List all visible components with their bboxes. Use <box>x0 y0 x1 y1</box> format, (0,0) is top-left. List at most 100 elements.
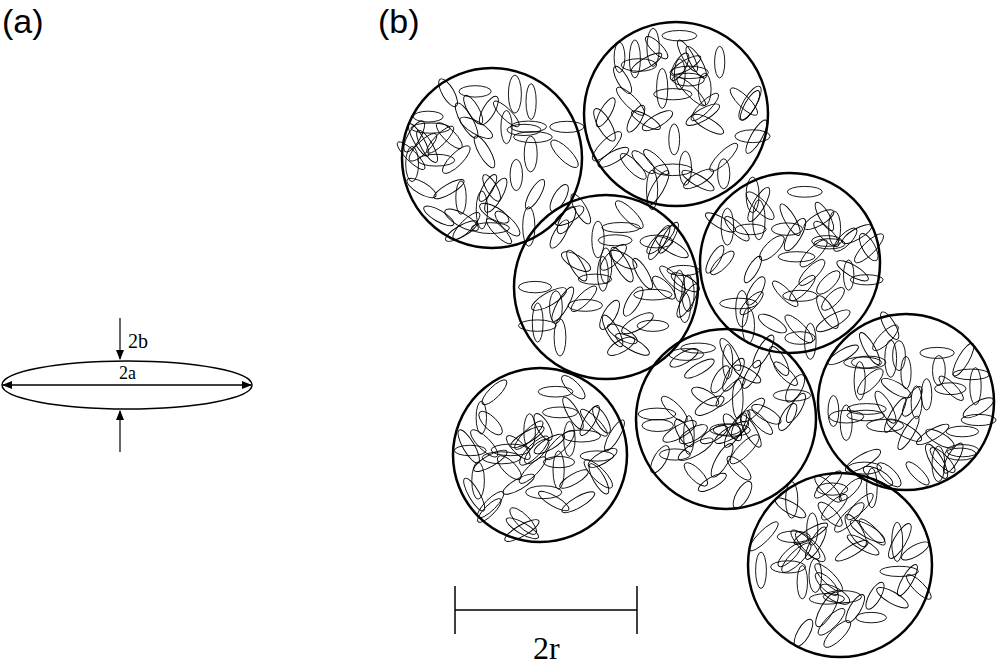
small-ellipse <box>532 303 543 342</box>
small-ellipse <box>660 417 699 447</box>
small-ellipse <box>923 426 956 452</box>
small-ellipse <box>629 108 663 133</box>
small-ellipse <box>742 274 768 308</box>
small-ellipse <box>743 188 778 223</box>
small-ellipse <box>847 410 885 421</box>
small-ellipse <box>787 186 822 197</box>
small-ellipse <box>621 59 657 72</box>
small-ellipse <box>766 344 793 378</box>
small-ellipse <box>602 223 640 233</box>
small-ellipse <box>642 33 671 62</box>
small-ellipse <box>933 356 946 386</box>
small-ellipse <box>526 84 536 120</box>
small-ellipse <box>847 516 887 546</box>
small-ellipse <box>710 424 741 435</box>
small-ellipse <box>823 591 861 603</box>
small-ellipse <box>792 528 829 565</box>
small-ellipse <box>649 273 679 303</box>
small-ellipse <box>559 488 597 516</box>
small-ellipse <box>893 341 906 371</box>
small-ellipse <box>476 172 500 204</box>
small-ellipse <box>529 284 570 315</box>
small-ellipse <box>443 217 480 245</box>
small-ellipse <box>851 356 886 368</box>
small-ellipse <box>669 124 680 155</box>
small-ellipse <box>807 513 818 545</box>
small-ellipse <box>662 31 697 41</box>
small-ellipse <box>812 569 842 599</box>
small-ellipse <box>682 275 694 312</box>
small-ellipse <box>605 333 638 359</box>
small-ellipse <box>829 211 841 245</box>
small-ellipse <box>756 232 788 264</box>
small-ellipse <box>624 103 648 135</box>
small-ellipse <box>880 566 919 576</box>
small-ellipse <box>423 123 457 157</box>
scale-tick <box>636 586 638 634</box>
small-ellipse <box>600 248 612 284</box>
scale-tick <box>454 586 456 634</box>
panel-label: (a) <box>2 4 44 38</box>
small-ellipse <box>922 441 952 481</box>
small-ellipse <box>598 235 632 246</box>
small-ellipse <box>773 390 811 401</box>
small-ellipse <box>510 159 522 190</box>
small-ellipse <box>769 278 801 310</box>
small-ellipse <box>492 208 524 240</box>
small-ellipse <box>460 476 488 514</box>
small-ellipse <box>483 216 514 247</box>
small-ellipse <box>777 201 804 237</box>
small-ellipse <box>456 181 466 214</box>
cluster-circle <box>818 314 994 490</box>
small-ellipse <box>844 357 882 368</box>
small-ellipse <box>538 386 573 397</box>
small-ellipse <box>834 257 871 285</box>
small-ellipse <box>843 445 884 476</box>
small-ellipse <box>715 46 725 78</box>
small-ellipse <box>679 151 691 185</box>
small-ellipse <box>836 475 865 504</box>
small-ellipse <box>903 459 932 488</box>
small-ellipse <box>960 394 996 422</box>
small-ellipse <box>590 106 620 144</box>
small-ellipse <box>557 466 590 491</box>
small-ellipse <box>599 313 627 350</box>
small-ellipse <box>795 256 828 289</box>
small-ellipse <box>718 159 730 189</box>
small-ellipse <box>885 521 916 562</box>
cluster-group <box>402 22 994 657</box>
small-ellipse <box>809 559 822 593</box>
small-ellipse <box>684 416 695 455</box>
cluster-circle <box>453 368 627 542</box>
small-ellipse <box>679 293 690 323</box>
small-ellipse <box>507 124 541 135</box>
small-ellipse <box>713 374 749 410</box>
small-ellipse <box>862 580 887 612</box>
small-ellipse <box>589 128 626 165</box>
small-ellipse <box>970 368 981 405</box>
particle-group <box>394 28 996 651</box>
small-ellipse <box>756 552 767 588</box>
small-ellipse <box>680 167 717 194</box>
small-ellipse <box>578 274 611 284</box>
small-ellipse <box>563 248 591 284</box>
small-ellipse <box>653 233 691 262</box>
small-ellipse <box>885 340 897 377</box>
small-ellipse <box>508 75 521 113</box>
small-ellipse <box>476 401 486 434</box>
small-ellipse <box>797 236 831 270</box>
small-ellipse <box>681 459 711 489</box>
small-ellipse <box>707 248 737 278</box>
small-ellipse <box>482 452 521 464</box>
small-ellipse <box>775 541 804 570</box>
small-ellipse <box>521 436 553 468</box>
small-ellipse <box>454 445 486 455</box>
small-ellipse <box>526 486 562 499</box>
small-ellipse <box>586 445 620 471</box>
small-ellipse <box>707 363 733 395</box>
small-ellipse <box>724 453 755 484</box>
cluster-circle <box>636 329 816 509</box>
small-ellipse <box>818 491 850 523</box>
